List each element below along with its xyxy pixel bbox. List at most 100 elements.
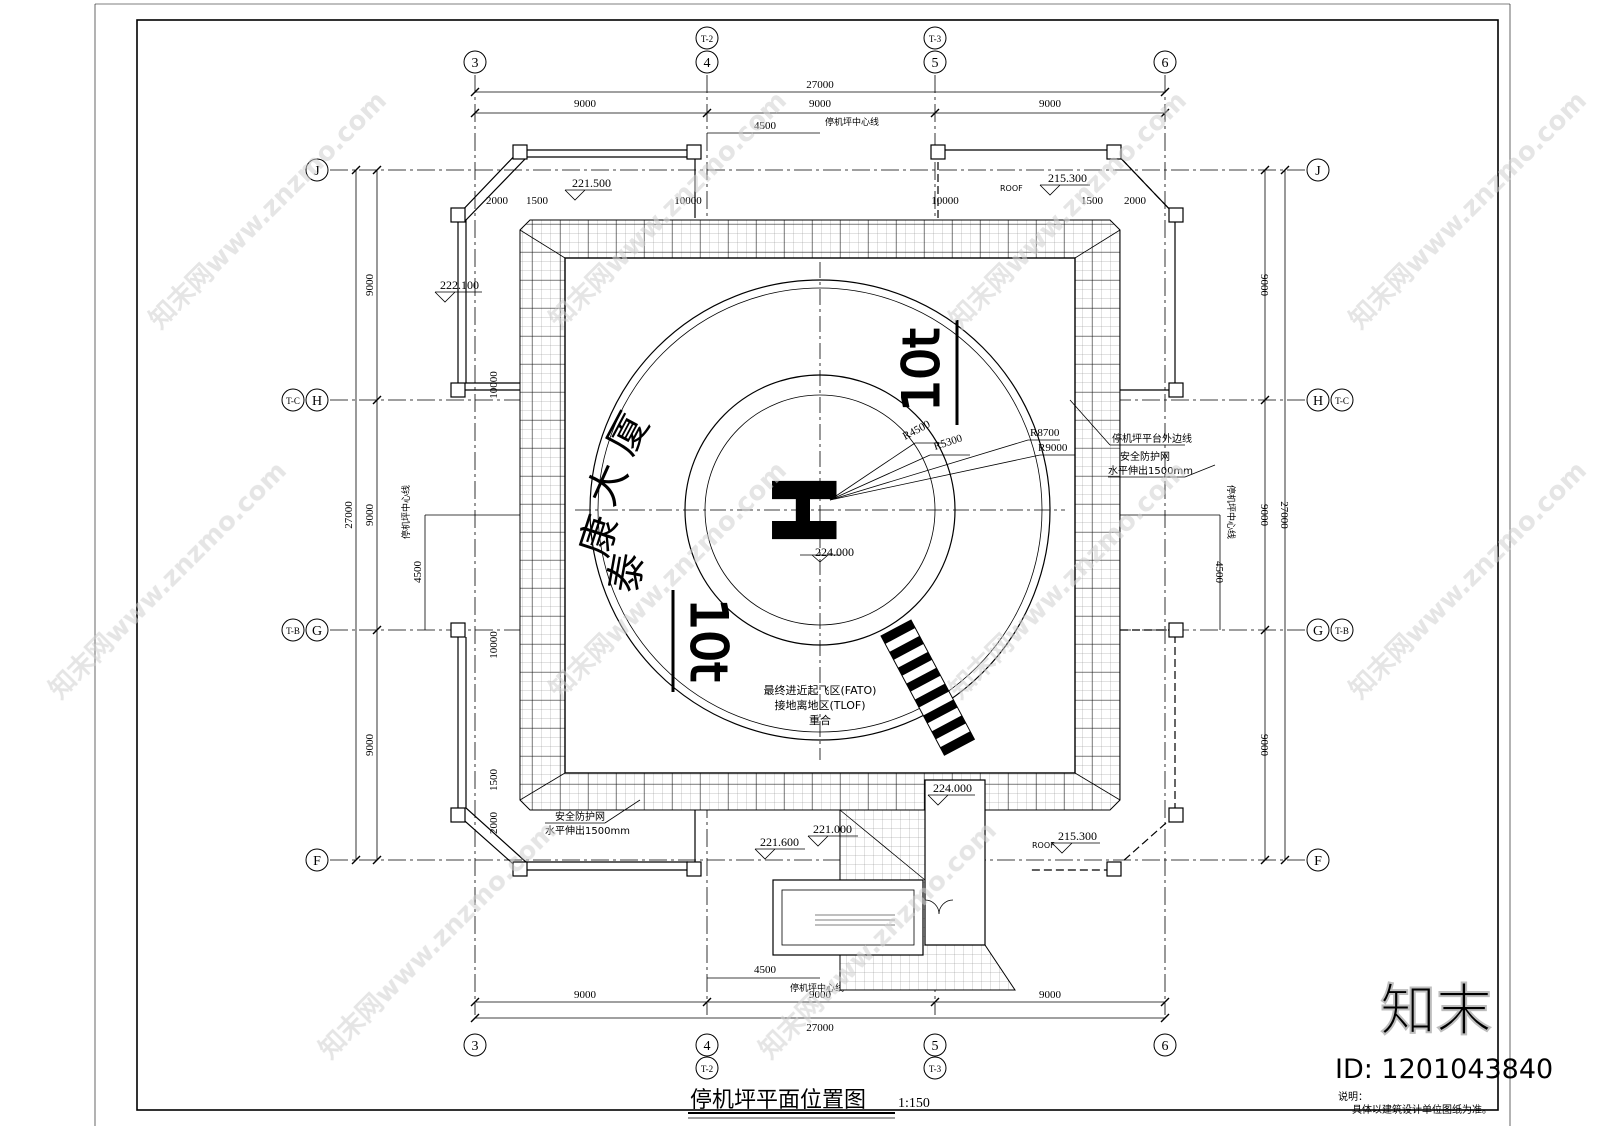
dim-offset-bottom: 4500	[754, 964, 777, 976]
watermark-logo: 知末 ID: 1201043840	[1335, 978, 1553, 1085]
axis-bubble-5-bottom: 5T-3	[923, 1033, 947, 1080]
elev-top-left: 221.500	[564, 176, 612, 201]
svg-text:J: J	[1315, 164, 1321, 179]
svg-text:重合: 重合	[809, 713, 831, 727]
dim-bay-bottom-1: 9000	[574, 989, 597, 1001]
dim-bay-bottom-3: 9000	[1039, 989, 1062, 1001]
svg-text:T-3: T-3	[929, 1064, 942, 1074]
svg-text:10t: 10t	[893, 328, 951, 411]
svg-text:最终进近起飞区(FATO): 最终进近起飞区(FATO)	[764, 683, 877, 697]
svg-text:4: 4	[704, 1039, 711, 1054]
svg-text:知末网www.znzmo.com: 知末网www.znzmo.com	[314, 816, 563, 1065]
dim-bay-left-1: 9000	[364, 274, 376, 297]
elev-stair-2: 221.000	[807, 822, 858, 847]
fato-note: 最终进近起飞区(FATO) 接地离地区(TLOF) 重合	[764, 683, 877, 727]
dim-bay-left-2: 9000	[364, 504, 376, 527]
dim-offset-right: 4500	[1213, 561, 1225, 584]
dim-bay-top-3: 9000	[1039, 98, 1062, 110]
dim-2000-top-left: 2000	[486, 195, 509, 207]
svg-text:F: F	[1314, 854, 1322, 869]
svg-text:10t: 10t	[680, 598, 738, 681]
svg-text:6: 6	[1162, 56, 1169, 71]
dim-bay-top-1: 9000	[574, 98, 597, 110]
dim-2000-top-right: 2000	[1124, 195, 1147, 207]
dimension-ticks	[351, 87, 1290, 1023]
label-r8700: R8700	[1030, 427, 1060, 439]
dim-offset-top: 4500	[754, 120, 777, 132]
roof-label-top: ROOF	[1000, 184, 1023, 193]
svg-text:G: G	[1313, 624, 1323, 639]
dim-bay-top-2: 9000	[809, 98, 832, 110]
axis-bubble-j-right: J	[1306, 158, 1330, 182]
svg-text:知末: 知末	[1380, 979, 1492, 1044]
elev-bottom-right: 215.300	[1051, 829, 1100, 854]
dim-overall-top: 27000	[806, 79, 834, 91]
svg-text:水平伸出1500mm: 水平伸出1500mm	[545, 824, 630, 837]
svg-text:T-3: T-3	[929, 34, 942, 44]
svg-text:T-B: T-B	[1335, 626, 1349, 636]
svg-text:3: 3	[472, 1039, 479, 1054]
elev-center: 224.000	[815, 545, 854, 559]
axis-bubble-6-bottom: 6	[1153, 1033, 1177, 1057]
centerline-label-bottom: 停机坪中心线	[790, 982, 844, 994]
dim-1500-top-right: 1500	[1081, 195, 1104, 207]
centerline-label-right: 停机坪中心线	[1225, 485, 1237, 539]
svg-text:5: 5	[932, 1039, 939, 1054]
svg-text:H: H	[756, 474, 856, 546]
axis-bubble-g-right: G T-B	[1306, 618, 1354, 642]
dim-overall-bottom: 27000	[806, 1022, 834, 1034]
centerline-label-top: 停机坪中心线	[825, 116, 879, 128]
dimension-lines	[355, 91, 1286, 1019]
svg-text:215.300: 215.300	[1058, 829, 1097, 843]
axis-bubble-g-left: GT-B	[281, 618, 329, 642]
svg-text:H: H	[312, 394, 322, 409]
dim-1500-top-left: 1500	[526, 195, 549, 207]
drawing-title: 停机坪平面位置图	[690, 1088, 866, 1113]
stair-access	[772, 779, 1016, 991]
svg-text:泰: 泰	[601, 549, 653, 596]
dim-10000-left-lower: 10000	[488, 631, 500, 659]
svg-text:安全防护网: 安全防护网	[555, 810, 605, 823]
note-line-2: 具体以建筑设计单位图纸为准。	[1352, 1103, 1492, 1116]
dim-bay-bottom-2: 9000	[809, 989, 832, 1001]
elevation-marks: 221.500 222.100 215.300 ROOF 224.000 224…	[434, 171, 1100, 860]
svg-text:221.500: 221.500	[572, 176, 611, 190]
elev-stair-1: 221.600	[754, 835, 805, 860]
dim-10000-left-upper: 10000	[488, 371, 500, 399]
svg-text:6: 6	[1162, 1039, 1169, 1054]
axis-bubble-3-top: 3	[463, 50, 487, 74]
svg-text:知末网www.znzmo.com: 知末网www.znzmo.com	[1344, 456, 1593, 705]
note-line-1: 说明：	[1338, 1090, 1368, 1103]
centerline-label-left: 停机坪中心线	[400, 485, 412, 539]
svg-text:T-2: T-2	[701, 34, 713, 44]
svg-text:停机坪平台外边线: 停机坪平台外边线	[1112, 432, 1192, 445]
leader-notes: 停机坪平台外边线 安全防护网 水平伸出1500mm 安全防护网 水平伸出1500…	[545, 399, 1216, 837]
column-markers	[450, 144, 1184, 877]
svg-text:G: G	[312, 624, 322, 639]
svg-text:安全防护网: 安全防护网	[1120, 450, 1170, 463]
helipad-circles	[575, 262, 1075, 760]
svg-text:T-C: T-C	[286, 396, 300, 406]
elev-left: 222.100	[434, 278, 482, 303]
svg-text:5: 5	[932, 56, 939, 71]
dim-offset-left: 4500	[412, 561, 424, 584]
svg-text:4: 4	[704, 56, 711, 71]
axis-bubbles: 3 4T-2 5T-3 6 3 4T-2 5T-3 6 J HT-C GT-B …	[281, 26, 1354, 1080]
axis-bubble-f-right: F	[1306, 848, 1330, 872]
svg-text:知末网www.znzmo.com: 知末网www.znzmo.com	[144, 86, 393, 335]
axis-bubble-h-left: H T-C	[281, 388, 329, 412]
svg-text:知末网www.znzmo.com: 知末网www.znzmo.com	[44, 456, 293, 705]
dim-overall-left: 27000	[343, 501, 355, 529]
svg-text:215.300: 215.300	[1048, 171, 1087, 185]
dim-overall-right: 27000	[1278, 501, 1290, 529]
svg-text:水平伸出1500mm: 水平伸出1500mm	[1108, 464, 1193, 477]
elev-top-right: 215.300	[1039, 171, 1090, 196]
access-stripe	[880, 619, 976, 756]
svg-text:224.000: 224.000	[933, 781, 972, 795]
svg-text:接地离地区(TLOF): 接地离地区(TLOF)	[774, 698, 865, 712]
weight-marking-left: 10t	[671, 590, 739, 692]
axis-bubble-5-top: 5 T-3	[923, 26, 947, 74]
weight-marking-right: 10t	[892, 320, 959, 425]
dim-bay-right-3: 9000	[1258, 734, 1270, 757]
